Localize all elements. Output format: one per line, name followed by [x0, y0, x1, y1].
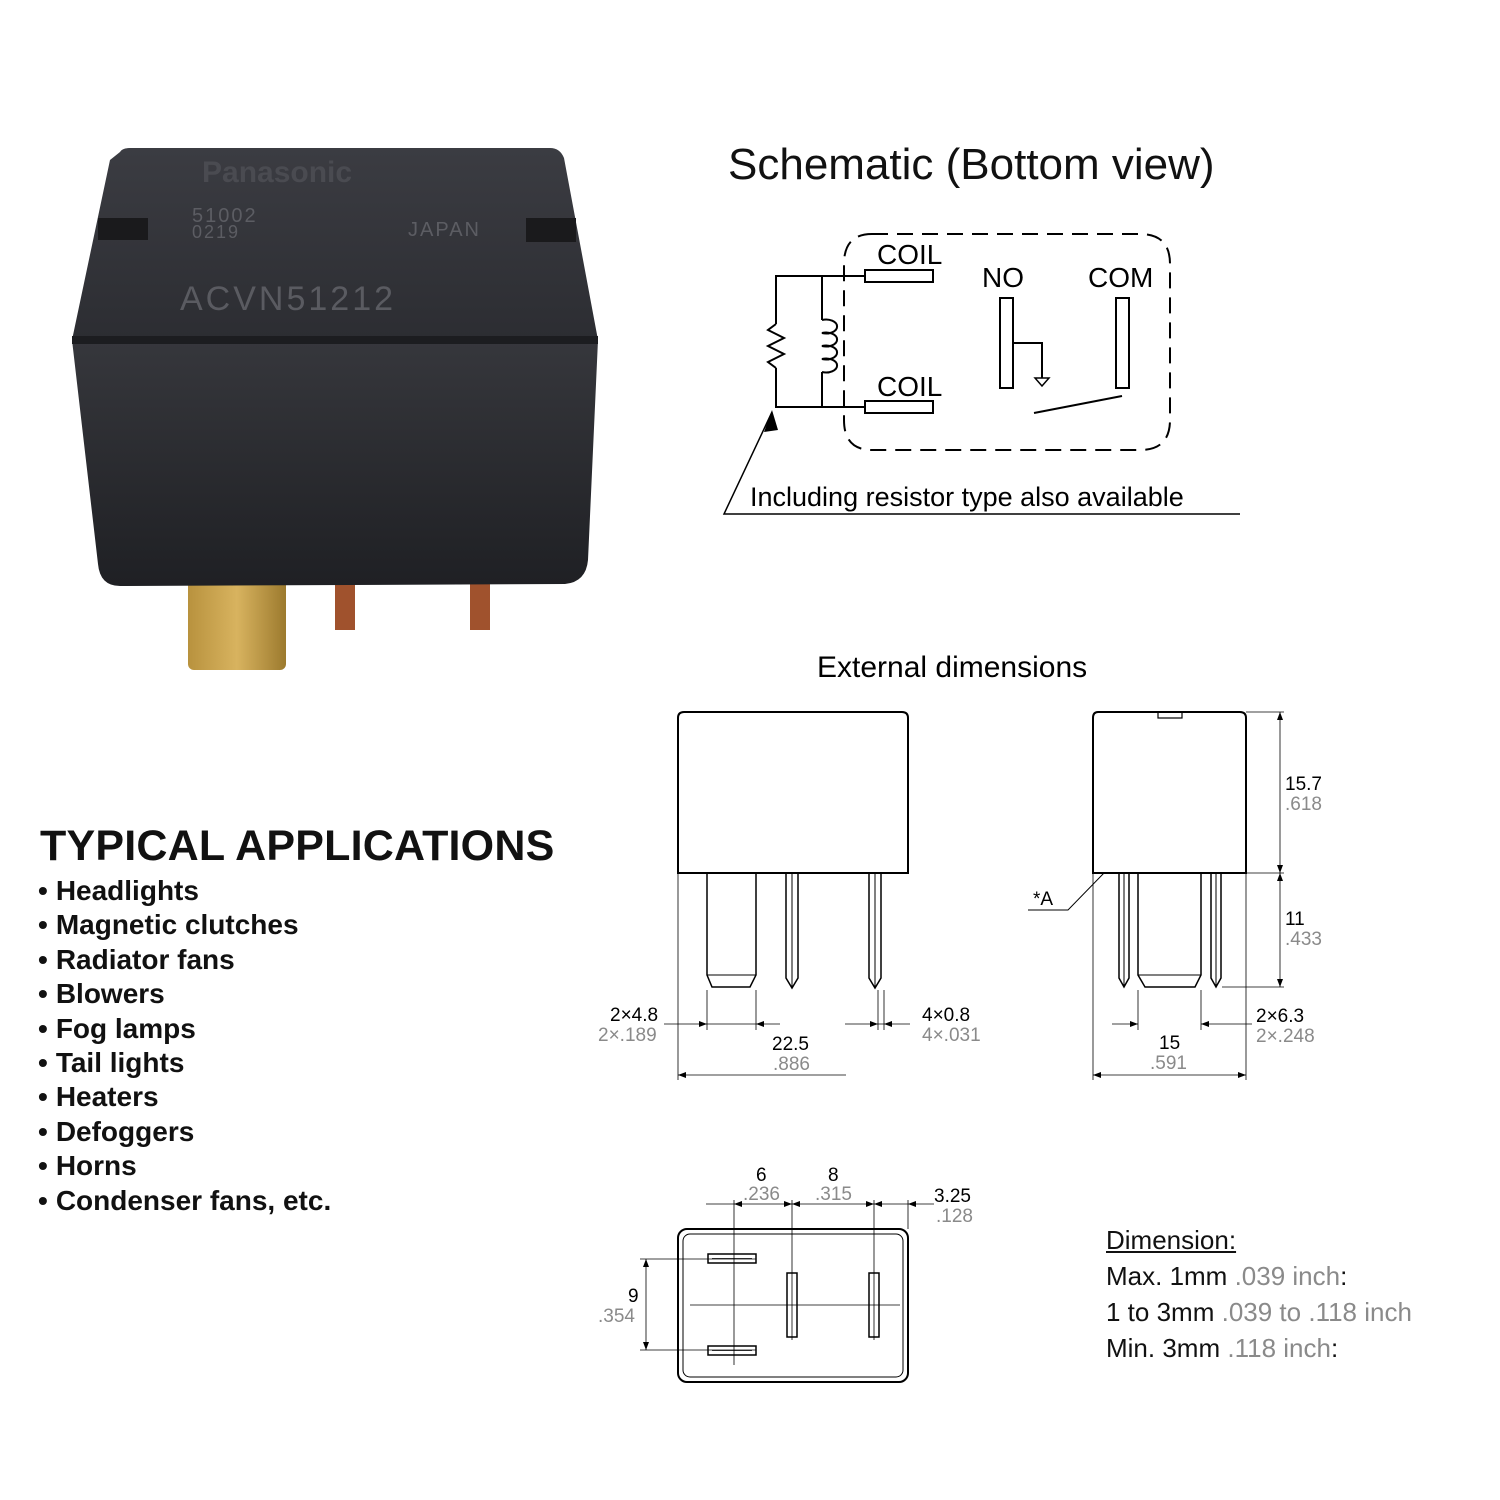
bottom-d1-mm: 6: [756, 1165, 767, 1186]
schematic-title: Schematic (Bottom view): [728, 140, 1215, 189]
dimension-legend: Dimension: Max. 1mm .039 inch: 1 to 3mm …: [1106, 1222, 1412, 1366]
coil-bottom-label: COIL: [877, 371, 942, 402]
com-terminal: [1115, 297, 1130, 389]
schematic-diagram: COIL COIL NO COM Including resistor type…: [722, 233, 1240, 515]
relay-pin-wide: [188, 560, 286, 670]
relay-brand-text: Panasonic: [202, 156, 352, 189]
relay-top-face: [72, 148, 598, 340]
side-pin-len-in: .433: [1285, 929, 1322, 950]
bottom-d2-mm: 8: [828, 1165, 839, 1186]
front-small-pin-mm: 4×0.8: [922, 1005, 970, 1026]
bottom-d2-in: .315: [815, 1184, 852, 1205]
resistor-symbol: [765, 323, 787, 369]
list-item: Condenser fans, etc.: [38, 1184, 331, 1218]
side-pin-width-mm: 2×6.3: [1256, 1006, 1304, 1027]
bottom-d4-in: .354: [598, 1306, 635, 1327]
dimension-legend-title: Dimension:: [1106, 1225, 1237, 1255]
front-view: [664, 711, 910, 1080]
relay-origin-text: JAPAN: [408, 219, 481, 241]
relay-code1-text: 51002: [192, 205, 258, 227]
side-width-in: .591: [1150, 1053, 1187, 1074]
coil-symbol: [821, 318, 839, 374]
list-item: Headlights: [38, 874, 331, 908]
list-item: Blowers: [38, 977, 331, 1011]
coil-terminal-bottom: [864, 400, 934, 414]
dimension-legend-row: Max. 1mm .039 inch:: [1106, 1258, 1412, 1294]
schematic-note: Including resistor type also available: [750, 482, 1184, 512]
legend-inch: .039 inch: [1234, 1261, 1341, 1291]
legend-tail: :: [1340, 1261, 1348, 1291]
side-height-mm: 15.7: [1285, 774, 1322, 795]
relay-pin: [470, 570, 490, 630]
list-item: Horns: [38, 1149, 331, 1183]
list-item: Heaters: [38, 1080, 331, 1114]
applications-list: Headlights Magnetic clutches Radiator fa…: [38, 874, 331, 1218]
legend-mm: Max. 1mm: [1106, 1261, 1228, 1291]
legend-tail: :: [1330, 1333, 1339, 1363]
com-label: COM: [1088, 262, 1153, 293]
side-pin-width-in: 2×.248: [1256, 1026, 1315, 1047]
no-terminal: [999, 297, 1014, 389]
no-label: NO: [982, 262, 1024, 293]
relay-model-text: ACVN51212: [180, 280, 396, 318]
applications-heading: TYPICAL APPLICATIONS: [40, 822, 555, 870]
bottom-pin: [707, 1253, 757, 1264]
coil-top-label: COIL: [877, 239, 942, 270]
side-view: [1028, 711, 1284, 1080]
external-dimensions-title: External dimensions: [817, 651, 1087, 684]
bottom-d3-mm: 3.25: [934, 1186, 971, 1207]
front-length-mm: 22.5: [772, 1034, 809, 1055]
bottom-d3-in: .128: [936, 1206, 973, 1227]
list-item: Fog lamps: [38, 1012, 331, 1046]
external-dimensions: External dimensions 2×4.8 2×.189 22.5 .8…: [598, 651, 1322, 1080]
relay-code2-text: 0219: [192, 222, 240, 242]
dimension-legend-row: 1 to 3mm .039 to .118 inch: [1106, 1294, 1412, 1330]
relay-front-face: [72, 340, 598, 586]
front-pin-width-in: 2×.189: [598, 1025, 657, 1046]
side-height-in: .618: [1285, 794, 1322, 815]
bottom-view: 6 .236 8 .315 3.25 .128 9 .354: [598, 1165, 973, 1383]
side-pin-len-mm: 11: [1285, 909, 1305, 930]
side-marker-a: *A: [1033, 889, 1053, 910]
relay-photo: Panasonic 51002 0219 JAPAN ACVN51212: [72, 148, 598, 670]
legend-mm: 1 to 3mm: [1106, 1297, 1215, 1327]
legend-inch: .039 to .118 inch: [1221, 1297, 1412, 1327]
bottom-d4-mm: 9: [628, 1286, 639, 1307]
dimension-legend-row: Min. 3mm .118 inch:: [1106, 1330, 1412, 1366]
front-length-in: .886: [773, 1054, 810, 1075]
legend-inch: .118 inch: [1227, 1333, 1331, 1363]
list-item: Tail lights: [38, 1046, 331, 1080]
coil-terminal-top: [864, 269, 934, 283]
side-width-mm: 15: [1159, 1033, 1180, 1054]
bottom-d1-in: .236: [743, 1184, 780, 1205]
legend-mm: Min. 3mm: [1106, 1333, 1221, 1363]
bottom-pin: [707, 1345, 757, 1356]
front-pin-width-mm: 2×4.8: [610, 1005, 658, 1026]
list-item: Magnetic clutches: [38, 908, 331, 942]
schematic-outline: [843, 233, 1171, 451]
list-item: Radiator fans: [38, 943, 331, 977]
list-item: Defoggers: [38, 1115, 331, 1149]
front-small-pin-in: 4×.031: [922, 1025, 981, 1046]
